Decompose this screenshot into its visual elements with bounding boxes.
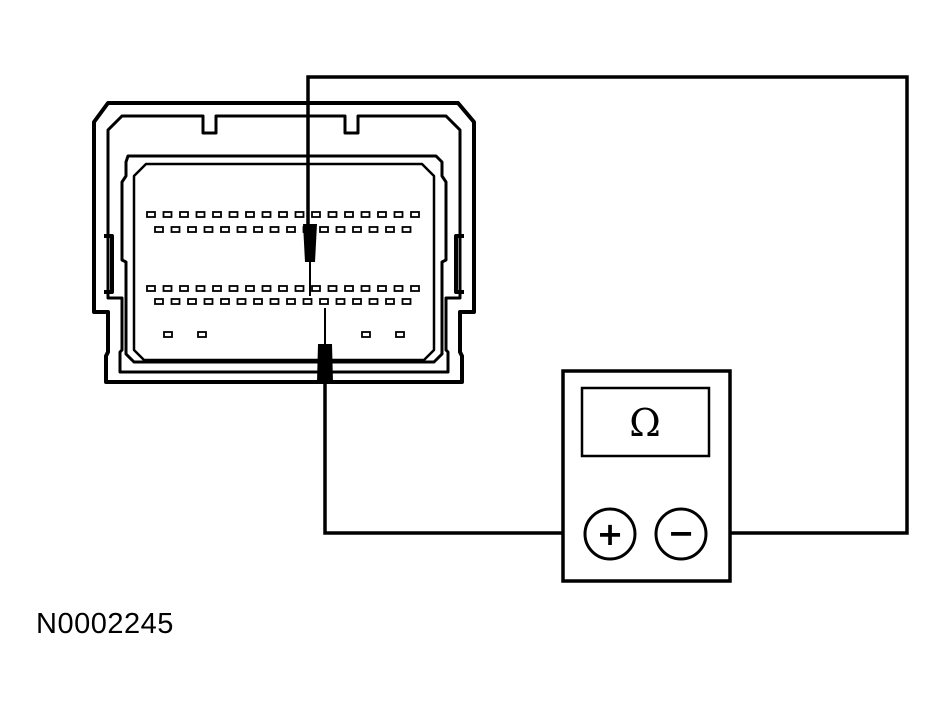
pin-cavity [361, 331, 371, 338]
pin-cavity [261, 285, 272, 292]
pin-cavity [220, 226, 230, 233]
meter-display [580, 386, 711, 458]
pin-cavity [212, 211, 222, 218]
figure-reference-id: N0002245 [36, 608, 174, 640]
pin-cavity [401, 298, 412, 305]
pin-cavity [319, 298, 329, 305]
pin-cavity [269, 226, 280, 233]
pin-cavity [286, 298, 296, 305]
pin-cavity [245, 211, 255, 218]
test-probe-icon [303, 224, 317, 296]
pin-cavity-group [146, 211, 420, 338]
pin-cavity [170, 226, 181, 233]
pin-cavity [245, 285, 255, 292]
pin-cavity [236, 298, 247, 305]
pin-cavity [195, 211, 206, 218]
pin-cavity [401, 226, 412, 233]
pin-cavity [294, 211, 305, 218]
pin-cavity [163, 331, 173, 338]
pin-cavity [154, 298, 164, 305]
pin-cavity [294, 285, 305, 292]
pin-cavity [195, 285, 206, 292]
pin-cavity [311, 285, 321, 292]
pin-cavity [368, 298, 379, 305]
pin-cavity [410, 211, 420, 218]
pin-cavity [278, 211, 288, 218]
pin-cavity [203, 226, 214, 233]
pin-cavity [360, 211, 371, 218]
pin-cavity [335, 226, 346, 233]
pin-cavity [146, 285, 156, 292]
pin-cavity [253, 298, 263, 305]
pin-cavity [170, 298, 181, 305]
ohm-symbol: Ω [629, 401, 661, 445]
negative-terminal-label: − [668, 514, 695, 552]
pin-cavity [228, 211, 239, 218]
pin-cavity [197, 331, 207, 338]
pin-cavity [385, 226, 395, 233]
pin-cavity [179, 285, 189, 292]
pin-cavity [261, 211, 272, 218]
pin-cavity [212, 285, 222, 292]
pin-cavity [203, 298, 214, 305]
positive-terminal-label: + [597, 515, 624, 553]
pin-cavity [327, 285, 338, 292]
pin-cavity [319, 226, 329, 233]
pin-cavity [253, 226, 263, 233]
pin-cavity [179, 211, 189, 218]
pin-cavity [269, 298, 280, 305]
pin-cavity [327, 211, 338, 218]
pin-cavity [360, 285, 371, 292]
pin-cavity [410, 285, 420, 292]
pin-cavity [278, 285, 288, 292]
pin-cavity [377, 285, 387, 292]
pin-cavity [187, 226, 197, 233]
pin-cavity [286, 226, 296, 233]
negative-test-lead [306, 75, 909, 535]
positive-terminal [583, 507, 637, 561]
connector-face-icon [92, 101, 476, 384]
pin-cavity [162, 211, 173, 218]
pin-cavity [352, 226, 362, 233]
pin-cavity [344, 285, 354, 292]
pin-cavity [395, 331, 405, 338]
test-probe-icon [317, 308, 333, 382]
pin-cavity [311, 211, 321, 218]
pin-cavity [187, 298, 197, 305]
pin-cavity [377, 211, 387, 218]
ohmmeter-icon: Ω + − [561, 369, 732, 583]
pin-cavity [385, 298, 395, 305]
pin-cavity [146, 211, 156, 218]
pin-cavity [236, 226, 247, 233]
pin-cavity [344, 211, 354, 218]
pin-cavity [228, 285, 239, 292]
pin-cavity [162, 285, 173, 292]
pin-cavity [393, 285, 404, 292]
pin-cavity [335, 298, 346, 305]
pin-cavity [302, 298, 313, 305]
pin-cavity [368, 226, 379, 233]
negative-terminal [654, 507, 708, 561]
pin-cavity [154, 226, 164, 233]
pin-cavity [352, 298, 362, 305]
pin-cavity [393, 211, 404, 218]
pin-cavity [220, 298, 230, 305]
positive-test-lead [323, 382, 585, 535]
test-lead-wires [306, 75, 909, 535]
